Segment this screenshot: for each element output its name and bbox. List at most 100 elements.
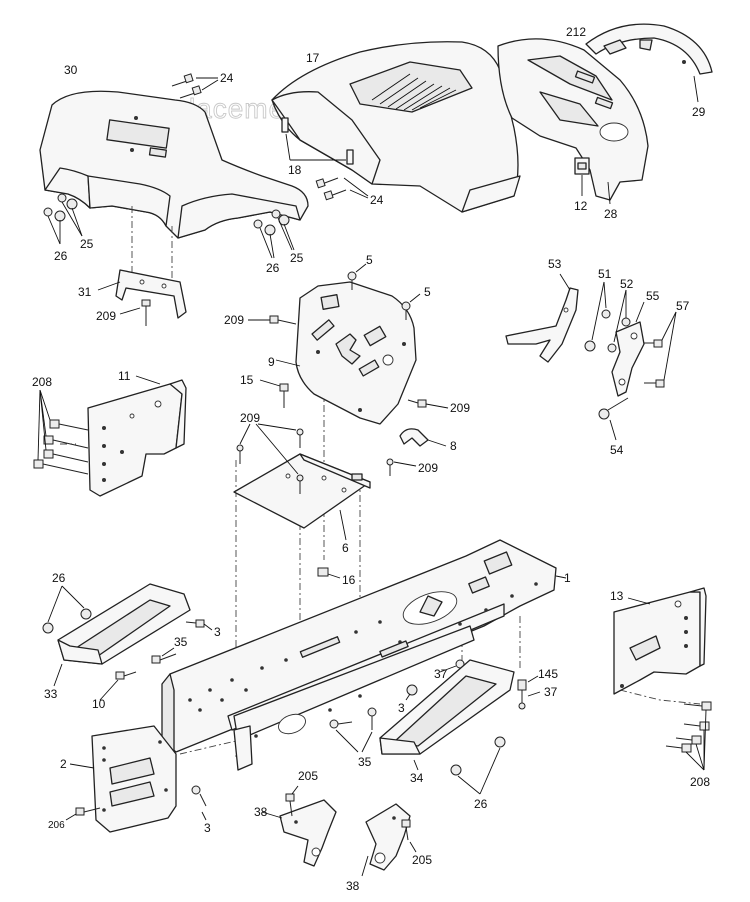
callout-38: 38 (254, 805, 268, 819)
callout-37: 37 (434, 667, 448, 681)
callout-17: 17 (306, 51, 320, 65)
callout-206: 206 (48, 820, 65, 831)
part-38-bracket-right (361, 803, 411, 877)
fasteners-25-26-left (43, 193, 83, 245)
callout-3: 3 (214, 625, 221, 639)
part-1-lower-rail (233, 625, 475, 771)
callout-26: 26 (54, 249, 68, 263)
callout-1: 1 (564, 571, 571, 585)
callout-145: 145 (538, 667, 558, 681)
callout-31: 31 (78, 285, 92, 299)
bolt-3-bottom (191, 785, 207, 821)
part-30-rear-cover (39, 90, 309, 239)
part-17-hood (271, 41, 521, 213)
callout-55: 55 (646, 289, 660, 303)
callout-53: 53 (548, 257, 562, 271)
part-9-dash-panel (275, 281, 417, 425)
callout-51: 51 (598, 267, 612, 281)
callout-38: 38 (346, 879, 360, 893)
callout-18: 18 (288, 163, 302, 177)
bolt-15 (259, 379, 289, 408)
frame-holes (188, 582, 538, 712)
part-13-side-panel (613, 587, 707, 695)
callout-6: 6 (342, 541, 349, 555)
callout-208: 208 (32, 375, 52, 389)
part-31-bracket (97, 269, 187, 319)
bolt-209-b (248, 315, 297, 325)
part-34-footrest-right (379, 659, 515, 771)
part-38-bracket-left (261, 799, 337, 867)
part-6-plate (233, 453, 371, 541)
callout-212: 212 (566, 25, 586, 39)
callout-15: 15 (240, 373, 254, 387)
callout-209: 209 (450, 401, 470, 415)
callout-209: 209 (96, 309, 116, 323)
bolt-209-right (386, 458, 417, 476)
fasteners-25-26-right (253, 209, 295, 259)
bolts-24-mid (315, 177, 369, 201)
callout-5: 5 (366, 253, 373, 267)
part-2-bracket (69, 725, 177, 833)
callout-labels: 30 24 17 212 29 18 12 28 24 25 26 26 25 … (32, 25, 710, 893)
bolts-208-left (33, 389, 89, 475)
fasteners-26-left (42, 585, 92, 634)
callout-30: 30 (64, 63, 78, 77)
bolt-209-c (407, 399, 449, 409)
part-12-hood-latch (574, 157, 590, 196)
callout-26: 26 (52, 571, 66, 585)
callout-54: 54 (610, 443, 624, 457)
callout-24: 24 (220, 71, 234, 85)
callout-209: 209 (418, 461, 438, 475)
callout-10: 10 (92, 697, 106, 711)
part-212-grill-housing (497, 38, 649, 201)
part-53-bracket (505, 273, 579, 363)
bolt-10 (99, 671, 137, 701)
bolt-206 (65, 807, 101, 821)
bolts-209-top (236, 423, 304, 494)
bolt-209-a (119, 299, 151, 326)
callout-25: 25 (290, 251, 304, 265)
bolts-57 (644, 311, 677, 388)
bolts-205 (285, 785, 417, 853)
callout-25: 25 (80, 237, 94, 251)
callout-33: 33 (44, 687, 58, 701)
part-33-footrest-left (53, 583, 191, 687)
callout-35: 35 (358, 755, 372, 769)
callout-205: 205 (412, 853, 432, 867)
bolts-3-35-mid (329, 684, 418, 753)
callout-11: 11 (118, 369, 131, 383)
callout-37: 37 (544, 685, 558, 699)
callout-3: 3 (398, 701, 405, 715)
callout-9: 9 (268, 355, 275, 369)
part-1-frame (161, 539, 567, 761)
callout-52: 52 (620, 277, 634, 291)
callout-209: 209 (240, 411, 260, 425)
callout-28: 28 (604, 207, 618, 221)
bolt-3-left (185, 619, 213, 631)
callout-26: 26 (474, 797, 488, 811)
part-29-grill-trim (585, 23, 713, 103)
callout-29: 29 (692, 105, 706, 119)
part-8-clip (399, 428, 447, 447)
fasteners-26-right (450, 736, 506, 795)
part-16-bumper (317, 567, 341, 579)
callout-13: 13 (610, 589, 624, 603)
callout-35: 35 (174, 635, 188, 649)
bolts-24-top (171, 73, 219, 99)
callout-205: 205 (298, 769, 318, 783)
callout-2: 2 (60, 757, 67, 771)
callout-34: 34 (410, 771, 424, 785)
callout-12: 12 (574, 199, 588, 213)
bolts-5 (347, 263, 421, 320)
bolt-35-left (151, 647, 177, 664)
part-18-hood-clips (281, 117, 354, 165)
callout-24: 24 (370, 193, 384, 207)
bolts-208-right (665, 701, 712, 771)
callout-8: 8 (450, 439, 457, 453)
callout-5: 5 (424, 285, 431, 299)
part-55-plate (611, 301, 645, 397)
bolt-54 (598, 397, 629, 441)
callout-209: 209 (224, 313, 244, 327)
callout-3: 3 (204, 821, 211, 835)
